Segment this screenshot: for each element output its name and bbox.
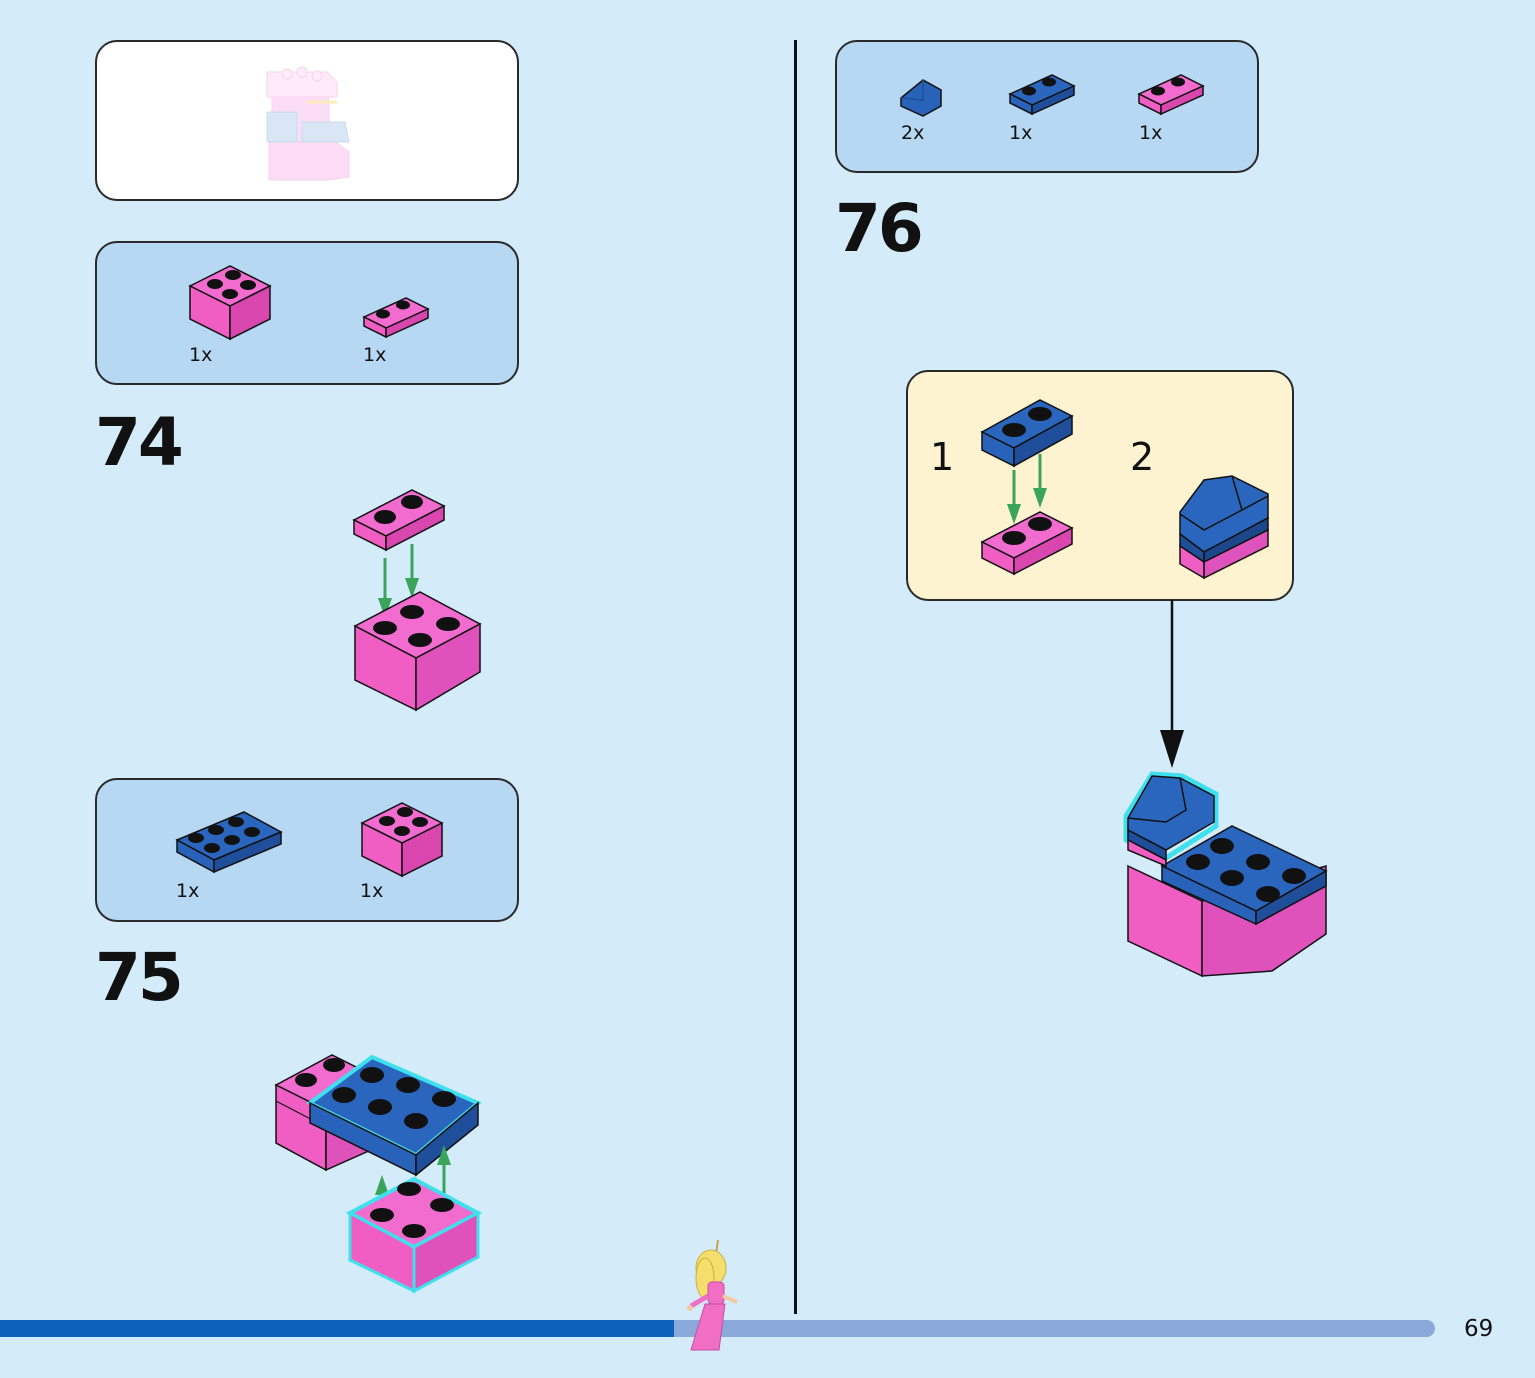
- pink-brick-2x2-icon: [188, 265, 272, 341]
- substep-number-2: 2: [1130, 435, 1155, 479]
- minifigure-icon: [687, 1239, 738, 1351]
- assembly-preview-box: [95, 40, 519, 201]
- pink-plate-1x2-icon: [1137, 74, 1205, 116]
- step-74-parts-box: 1x 1x: [95, 241, 519, 385]
- part-quantity: 1x: [176, 880, 200, 902]
- arrow-down-icon: [1160, 600, 1184, 768]
- substep-1-illustration: [980, 399, 1074, 576]
- part-quantity: 1x: [363, 344, 387, 366]
- part-quantity: 1x: [1009, 122, 1033, 144]
- blue-plate-2x3-icon: [175, 811, 283, 874]
- pink-plate-1x2-icon: [362, 297, 430, 339]
- step-76-illustration: [1123, 771, 1328, 978]
- part-quantity: 1x: [189, 344, 213, 366]
- substep-number-1: 1: [930, 435, 955, 479]
- step-75-illustration: [274, 1054, 483, 1294]
- blue-plate-1x2-icon: [1008, 74, 1076, 116]
- step-74-illustration: [352, 489, 482, 712]
- sub-assembly-box: 1 2: [906, 370, 1294, 601]
- progress-bar-fill: [0, 1320, 675, 1337]
- step-number-75: 75: [95, 939, 184, 1016]
- part-quantity: 1x: [360, 880, 384, 902]
- part-quantity: 1x: [1139, 122, 1163, 144]
- step-76-parts-box: 2x 1x 1x: [835, 40, 1259, 173]
- assembly-preview-icon: [266, 66, 350, 181]
- page-number: 69: [1464, 1316, 1494, 1342]
- step-number-76: 76: [835, 190, 924, 267]
- substep-2-illustration: [1179, 475, 1269, 580]
- pink-brick-2x2-icon: [360, 802, 444, 878]
- blue-slope-icon: [900, 79, 942, 117]
- page-divider: [794, 40, 797, 1314]
- part-quantity: 2x: [901, 122, 925, 144]
- step-number-74: 74: [95, 404, 184, 481]
- step-75-parts-box: 1x 1x: [95, 778, 519, 922]
